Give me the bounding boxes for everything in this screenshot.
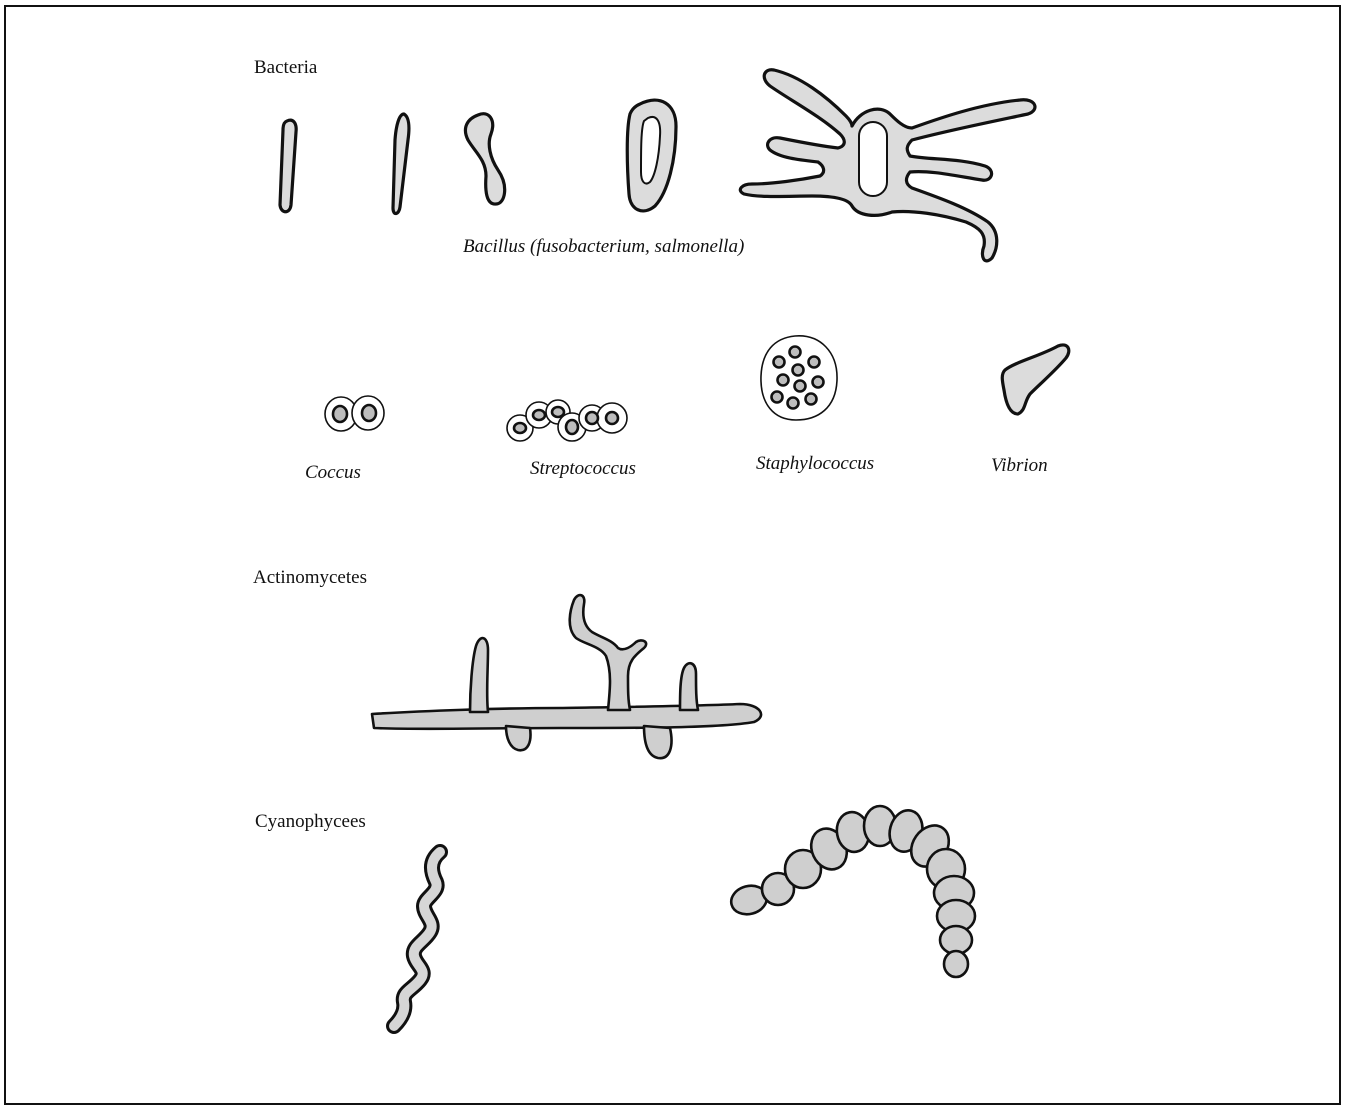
staphylococcus-cluster [761,336,837,420]
bacillus-club [465,114,504,204]
vibrion-cell [1002,345,1069,414]
cyanophycee-spiral [394,852,440,1026]
cyanophycee-segmented-filament [728,806,975,977]
bacillus-rod-2 [393,114,409,214]
bacillus-flagellated [740,70,1035,261]
actinomycete-mycelium [372,595,761,758]
streptococcus-chain [507,400,627,441]
bacillus-spore [627,100,676,211]
coccus-cells [325,396,384,431]
bacillus-rod-1 [280,120,296,212]
